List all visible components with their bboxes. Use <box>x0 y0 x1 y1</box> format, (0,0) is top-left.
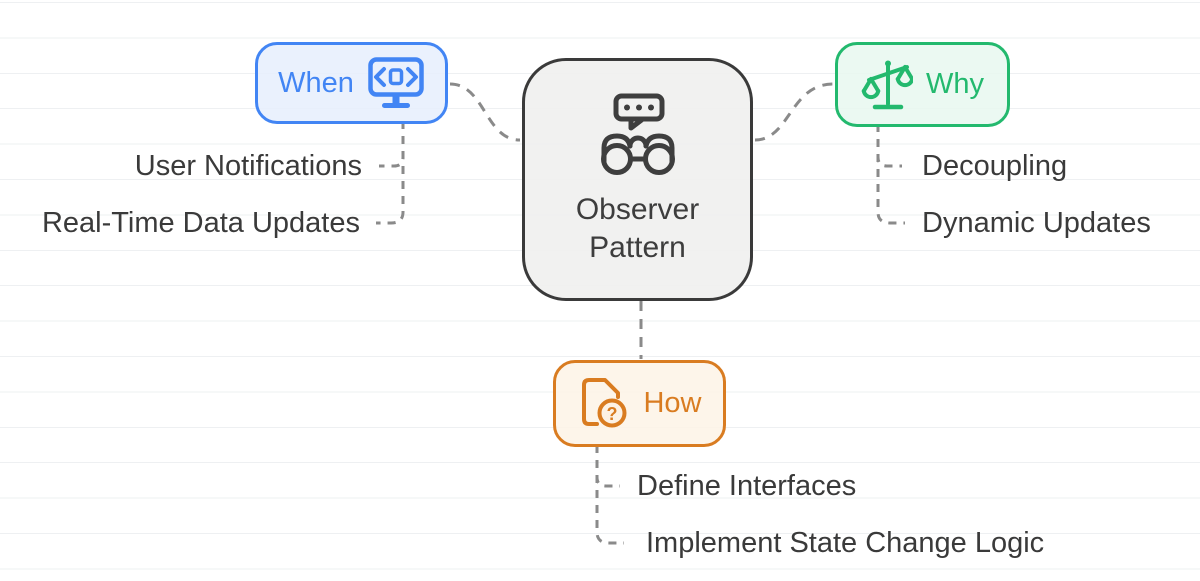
question-mark-glyph: ? <box>607 404 618 424</box>
node-when: When <box>255 42 448 124</box>
center-title-line-2: Pattern <box>589 230 686 264</box>
edge-how-implement-logic <box>595 445 624 545</box>
edge-when-realtime-updates <box>376 121 405 225</box>
node-why-label: Why <box>926 68 984 100</box>
balance-scale-icon <box>861 60 913 109</box>
center-title: Observer Pattern <box>576 191 699 267</box>
leaf-real-time-data-updates: Real-Time Data Updates <box>41 207 360 239</box>
binoculars-speech-bubble-icon <box>600 93 675 175</box>
edge-when-center <box>449 82 521 142</box>
edge-why-dynamic-updates <box>876 124 905 225</box>
node-how-label: How <box>643 387 702 419</box>
edge-center-why <box>754 82 834 142</box>
monitor-code-icon <box>368 57 424 108</box>
node-center-observer-pattern: Observer Pattern <box>522 58 753 301</box>
leaf-dynamic-updates: Dynamic Updates <box>922 207 1151 239</box>
edge-when-user-notifications <box>379 121 405 168</box>
leaf-implement-state-change-logic: Implement State Change Logic <box>646 527 1045 559</box>
leaf-decoupling: Decoupling <box>922 150 1068 182</box>
node-how: ? How <box>553 360 726 447</box>
leaf-define-interfaces: Define Interfaces <box>637 470 857 502</box>
center-title-line-1: Observer <box>575 192 700 226</box>
node-why: Why <box>835 42 1010 127</box>
edge-why-decoupling <box>876 124 902 168</box>
leaf-user-notifications: User Notifications <box>134 150 362 182</box>
document-question-icon: ? <box>582 377 627 427</box>
edge-how-define-interfaces <box>595 445 620 488</box>
node-when-label: When <box>278 66 354 99</box>
